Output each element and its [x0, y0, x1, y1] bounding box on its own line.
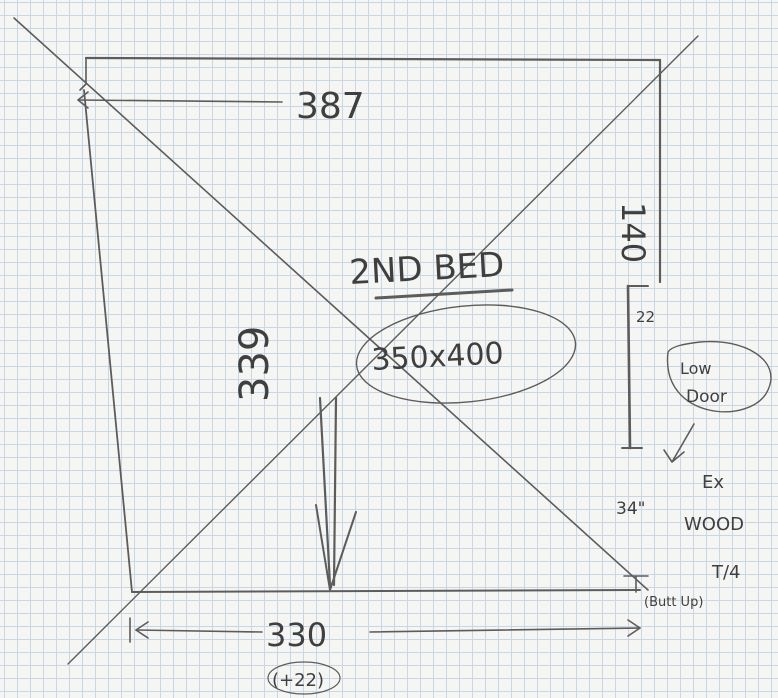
diagonal-lines: [13, 17, 699, 665]
right-gap-dimension-value: 22: [636, 308, 655, 326]
door-note-line-1: Low: [680, 359, 712, 378]
room-name-text: 2ND BED: [348, 245, 505, 293]
corner-note: (Butt Up): [644, 595, 703, 610]
door-note-arrow: [663, 423, 695, 463]
top-dimension-arrow: [77, 99, 283, 103]
diagonal-line-2: [67, 35, 699, 665]
wood-note-line-3: T/4: [711, 562, 741, 583]
wood-note: Ex WOOD T/4: [684, 472, 744, 583]
bottom-extra-value: (+22): [272, 670, 324, 691]
left-dimension-value: 339: [232, 326, 278, 402]
down-arrow-icon: [315, 396, 357, 591]
bottom-left-arrowhead: [129, 617, 149, 643]
door-note: Low Door: [663, 340, 772, 463]
corner-tick-mark: [623, 575, 649, 593]
diagonal-line-1: [13, 17, 649, 591]
top-arrowhead: [77, 91, 89, 109]
top-dimension-value: 387: [296, 86, 365, 127]
top-wall-line: [84, 56, 662, 62]
door-tick-marks: [621, 285, 649, 449]
room-outline: [79, 56, 662, 593]
room-size-text: 350x400: [371, 336, 505, 378]
bottom-extra-circle: [267, 661, 341, 695]
door-note-line-2: Door: [686, 387, 727, 407]
room-name-underline: [374, 288, 514, 300]
door-note-bubble: [666, 340, 772, 413]
wood-note-line-2: WOOD: [684, 514, 744, 535]
bottom-dimension-arrow-right: [369, 627, 641, 633]
door-height-value: 34": [616, 499, 645, 519]
dimension-arrows: [77, 91, 641, 643]
left-wall-line: [83, 89, 133, 593]
top-left-corner-line: [79, 57, 87, 91]
bottom-wall-line: [131, 589, 641, 593]
bottom-dimension-value: 330: [266, 616, 327, 654]
wood-note-line-1: Ex: [702, 472, 724, 493]
right-wall-door-line: [626, 284, 632, 450]
right-upper-dimension-value: 140: [614, 202, 652, 263]
room-size-circle: [355, 304, 577, 404]
bottom-dimension-arrow-left: [135, 629, 263, 633]
bottom-right-arrowhead: [627, 619, 641, 637]
down-arrow-shaft: [318, 396, 338, 587]
down-arrow-head: [315, 504, 357, 591]
room-label: 2ND BED 350x400: [348, 245, 577, 404]
